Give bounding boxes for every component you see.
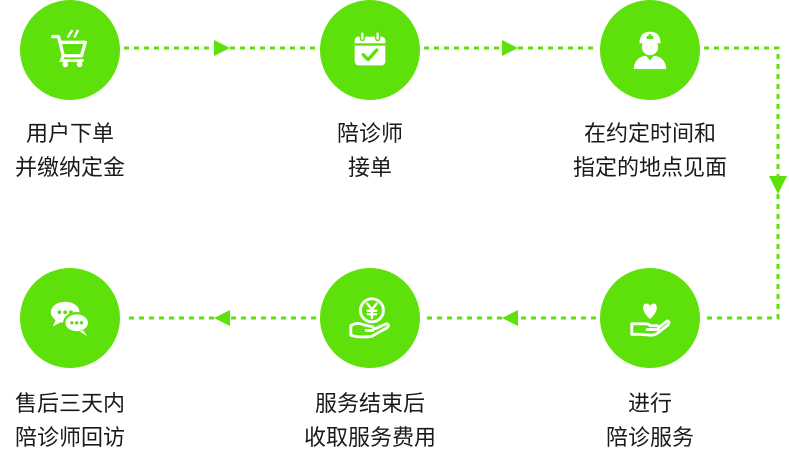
arrow-left-icon: [502, 310, 518, 326]
step-5-circle: [320, 268, 420, 368]
step-4-circle: [600, 268, 700, 368]
step-4-line-1: 进行: [627, 392, 672, 417]
arrow-right-icon: [214, 40, 230, 56]
step-5-line-2: 收取服务费用: [303, 426, 436, 451]
shopping-cart-icon: [51, 29, 88, 68]
step-1-line-2: 并缴纳定金: [14, 156, 125, 181]
step-2-circle: [320, 0, 420, 100]
step-6-line-2: 陪诊师回访: [14, 426, 125, 451]
heart-hand-icon: [630, 303, 671, 337]
arrow-right-icon: [502, 40, 518, 56]
step-5-line-1: 服务结束后: [314, 392, 425, 417]
connector-3-4-bottom: [704, 194, 780, 320]
step-1-circle: [20, 0, 120, 100]
step-4-line-2: 陪诊服务: [605, 426, 694, 451]
step-6-line-1: 售后三天内: [14, 392, 125, 417]
arrow-down-icon: [769, 176, 787, 194]
step-6-circle: [20, 268, 120, 368]
step-5-label: 服务结束后 收取服务费用: [250, 388, 490, 456]
arrow-left-icon: [214, 310, 230, 326]
step-2-line-1: 陪诊师: [336, 122, 403, 147]
step-3-line-2: 指定的地点见面: [572, 156, 727, 181]
chat-bubbles-icon: [50, 301, 91, 337]
step-1-line-1: 用户下单: [25, 122, 114, 147]
connector-3-4-top: [704, 46, 780, 176]
yuan-hand-icon: [349, 297, 390, 339]
step-6-label: 售后三天内 陪诊师回访: [0, 388, 190, 456]
step-1-label: 用户下单 并缴纳定金: [0, 118, 190, 186]
step-4-label: 进行 陪诊服务: [530, 388, 770, 456]
step-3-line-1: 在约定时间和: [583, 122, 716, 147]
calendar-check-icon: [354, 31, 386, 66]
step-3-label: 在约定时间和 指定的地点见面: [530, 118, 770, 186]
nurse-icon: [633, 31, 667, 70]
step-2-label: 陪诊师 接单: [250, 118, 490, 186]
step-3-circle: [600, 0, 700, 100]
step-2-line-2: 接单: [347, 156, 392, 181]
